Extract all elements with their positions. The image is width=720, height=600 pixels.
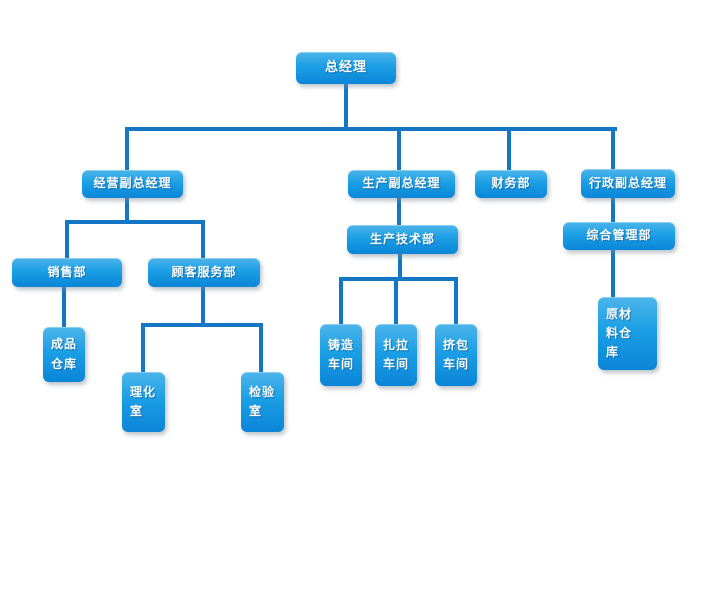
org-node-sales-dept: 销售部 bbox=[12, 258, 122, 287]
org-node-admin-vp: 行政副总经理 bbox=[581, 169, 675, 198]
org-node-finished-goods-warehouse: 成品 仓库 bbox=[43, 327, 85, 382]
org-node-physical-chemical-room: 理化 室 bbox=[122, 372, 165, 432]
connector-line bbox=[141, 327, 145, 372]
org-node-casting-workshop: 铸造 车间 bbox=[320, 324, 362, 386]
org-node-extrusion-workshop: 挤包 车间 bbox=[435, 324, 477, 386]
org-node-general-manager: 总经理 bbox=[296, 52, 396, 84]
org-node-raw-material-warehouse: 原材 料仓 库 bbox=[598, 297, 657, 370]
connector-line bbox=[201, 224, 205, 258]
connector-line bbox=[397, 131, 401, 170]
connector-line bbox=[507, 131, 511, 170]
org-node-general-mgmt-dept: 综合管理部 bbox=[563, 222, 675, 250]
org-node-production-tech-dept: 生产技术部 bbox=[347, 225, 458, 254]
connector-line bbox=[125, 198, 129, 222]
org-node-drawing-workshop: 扎拉 车间 bbox=[375, 324, 417, 386]
connector-line bbox=[394, 281, 398, 324]
connector-line bbox=[125, 127, 617, 131]
connector-line bbox=[339, 281, 343, 324]
connector-line bbox=[65, 224, 69, 258]
connector-line bbox=[62, 287, 66, 327]
connector-line bbox=[611, 131, 615, 169]
connector-line bbox=[259, 327, 263, 372]
org-node-finance-dept: 财务部 bbox=[475, 170, 547, 198]
connector-line bbox=[397, 198, 401, 225]
connector-line bbox=[344, 84, 348, 129]
org-node-inspection-room: 检验 室 bbox=[241, 372, 284, 432]
connector-line bbox=[398, 254, 402, 279]
connector-line bbox=[339, 277, 458, 281]
org-node-customer-service-dept: 顾客服务部 bbox=[148, 258, 260, 287]
connector-line bbox=[611, 197, 615, 222]
connector-line bbox=[454, 281, 458, 324]
connector-line bbox=[65, 220, 205, 224]
org-node-production-vp: 生产副总经理 bbox=[348, 170, 455, 198]
org-node-operations-vp: 经营副总经理 bbox=[82, 170, 183, 198]
connector-line bbox=[611, 250, 615, 297]
connector-line bbox=[141, 323, 263, 327]
connector-line bbox=[201, 287, 205, 325]
connector-line bbox=[125, 131, 129, 170]
